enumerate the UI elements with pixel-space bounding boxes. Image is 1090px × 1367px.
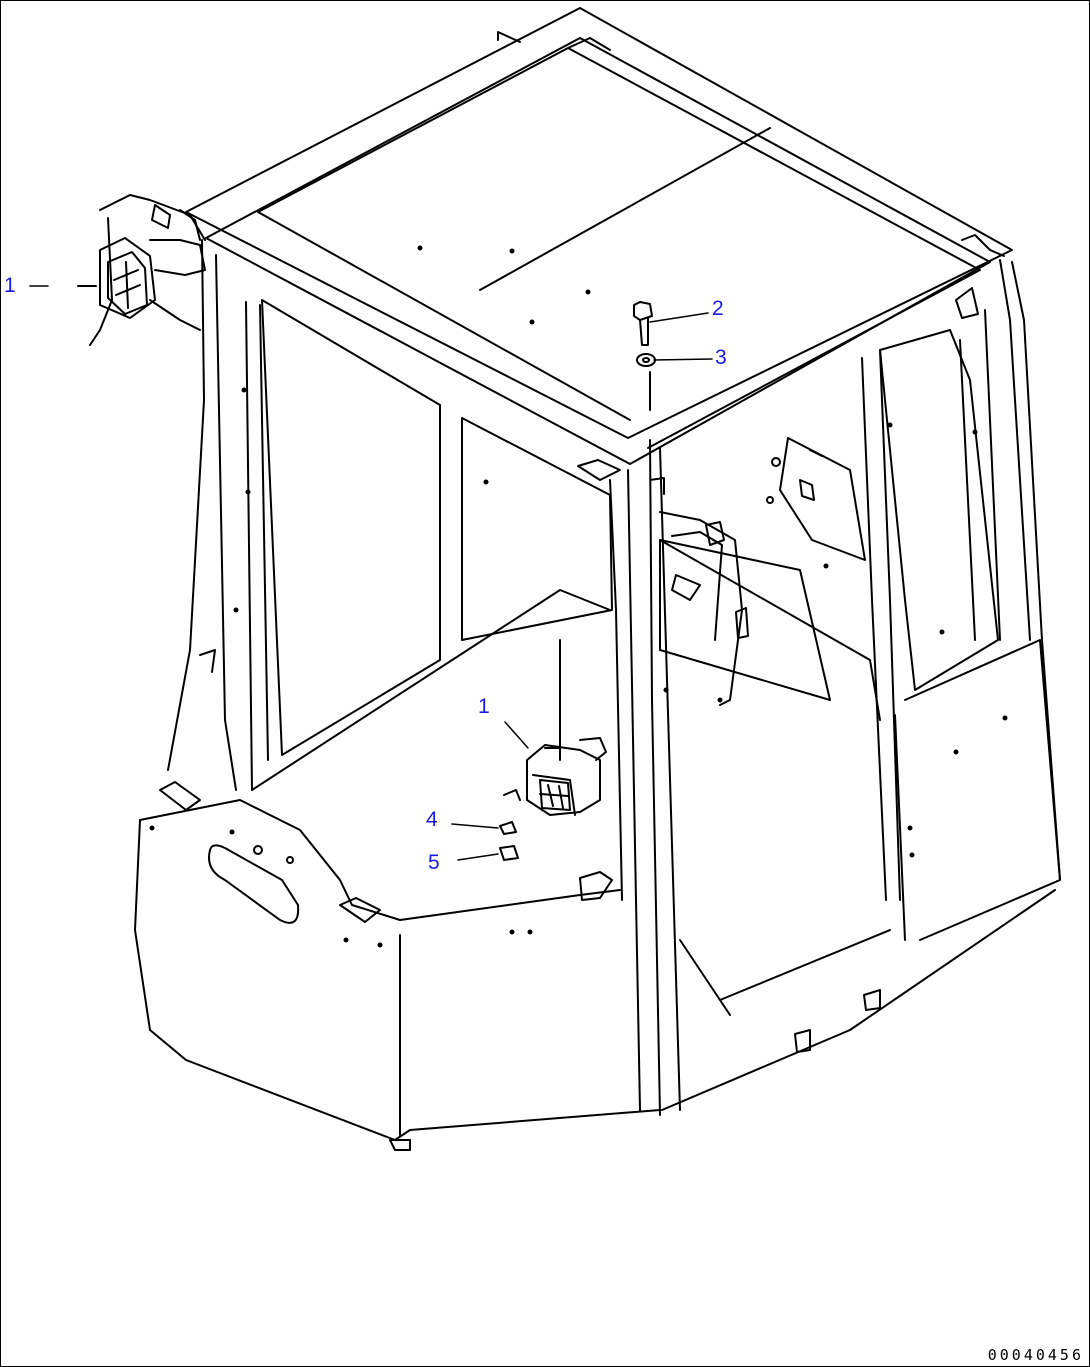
callout-2-bolt: 2 <box>712 297 724 320</box>
left-work-lamp <box>77 194 206 346</box>
center-work-lamp <box>526 737 607 816</box>
rear-mount-plate <box>766 437 866 561</box>
callout-4-clip: 4 <box>426 808 438 831</box>
clip-and-nut <box>499 789 521 861</box>
front-left-pillar <box>167 239 269 791</box>
center-pillar <box>609 439 681 1116</box>
windows <box>261 299 999 756</box>
roof <box>185 7 1013 465</box>
fastener-dots <box>149 245 1008 948</box>
callout-1-center-lamp: 1 <box>478 695 490 718</box>
document-number: 00040456 <box>987 1346 1084 1364</box>
mirror-bracket <box>659 511 749 706</box>
callout-5-nut: 5 <box>428 851 440 874</box>
callout-1-left-lamp: 1 <box>4 274 16 297</box>
callout-3-washer: 3 <box>715 346 727 369</box>
leader-lines <box>29 285 713 861</box>
brackets <box>159 287 979 1151</box>
bolt-and-washer <box>633 301 656 411</box>
side-panel-opening <box>208 844 300 924</box>
lower-body <box>134 539 1061 1141</box>
